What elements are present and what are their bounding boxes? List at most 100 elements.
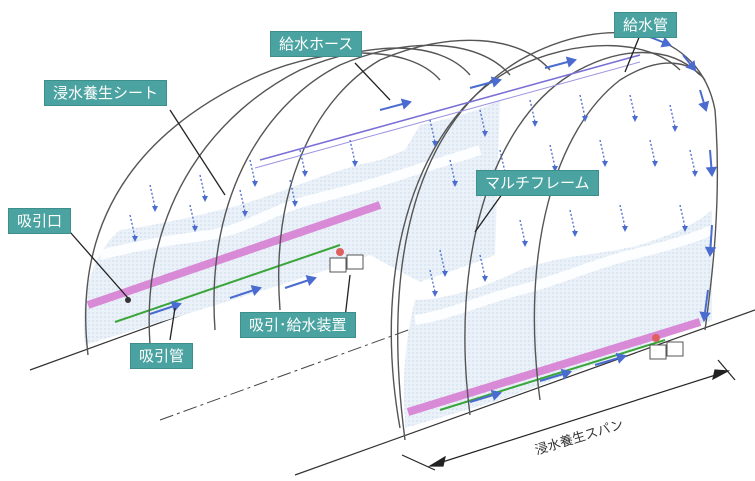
leader-suction-pipe (169, 307, 176, 341)
drip-arrowhead-icon (482, 131, 488, 137)
leader-suction-port (69, 231, 129, 299)
drip-arrow-icon (669, 104, 676, 128)
drip-arrowhead-icon (692, 171, 698, 177)
span-dimension (401, 359, 736, 471)
leader-multi-frame (474, 189, 506, 233)
drip-arrow-icon (629, 94, 636, 118)
drip-arrowhead-icon (672, 126, 678, 132)
arch-frame-front (397, 32, 719, 441)
arch-frame-6 (464, 51, 701, 416)
label-supply-hose: 給水ホース (270, 31, 363, 57)
flow-arrowhead-icon (685, 60, 697, 72)
drip-arrowhead-icon (292, 201, 298, 207)
leader-device (344, 274, 351, 319)
drip-arrowhead-icon (152, 206, 158, 212)
leader-lines (69, 34, 641, 341)
suction-pipe-front (439, 339, 666, 411)
flow-arrowhead-icon (704, 246, 717, 258)
drip-arrowhead-icon (602, 161, 608, 167)
drip-arrowhead-icon (252, 181, 258, 187)
drip-arrow-icon (619, 204, 626, 228)
drip-arrowhead-icon (432, 141, 438, 147)
flow-arrowhead-icon (560, 368, 572, 380)
span-arrow-right (712, 369, 731, 381)
flow-arrowhead-icon (400, 98, 412, 110)
ground-line-lower (294, 309, 755, 476)
pump-device-icon (329, 248, 364, 273)
drip-arrow-icon (549, 144, 556, 168)
drip-arrowhead-icon (622, 226, 628, 232)
supply-hose-line-2 (254, 61, 641, 169)
drip-arrowhead-icon (352, 161, 358, 167)
drip-arrow-icon (149, 184, 156, 208)
label-sheet: 浸水養生シート (44, 80, 168, 106)
sheet-fill-front (403, 210, 712, 428)
flow-arrowhead-icon (490, 389, 502, 401)
drip-arrowhead-icon (192, 226, 198, 232)
arch-frame-3 (213, 44, 511, 331)
label-device: 吸引･給水装置 (240, 312, 356, 338)
leader-supply-pipe (624, 34, 641, 73)
flow-arrowhead-icon (660, 36, 672, 48)
flow-arrowhead-icon (565, 56, 577, 68)
drip-arrowhead-icon (522, 241, 528, 247)
drip-arrowhead-icon (572, 231, 578, 237)
drip-arrow-icon (679, 204, 686, 228)
flow-arrowhead-icon (250, 285, 262, 296)
flow-arrowhead-icon (705, 166, 718, 178)
pump-device-front-icon (649, 334, 684, 360)
arch-frame-2 (148, 47, 471, 346)
drip-arrowhead-icon (552, 166, 558, 172)
label-multi-frame: マルチフレーム (476, 170, 599, 196)
leader-sheet (169, 109, 226, 196)
flow-arrows (149, 34, 718, 403)
suction-pipe-back (114, 244, 341, 323)
drip-arrow-icon (579, 94, 586, 118)
arch-frame-4 (278, 39, 551, 311)
drip-arrowhead-icon (582, 116, 588, 122)
drip-arrow-icon (649, 139, 656, 163)
drip-arrowhead-icon (442, 271, 448, 277)
drip-arrowhead-icon (532, 121, 538, 127)
drip-arrowhead-icon (652, 161, 658, 167)
span-tick-right (717, 359, 736, 381)
magenta-band-front (406, 318, 702, 416)
drip-arrowhead-icon (202, 196, 208, 202)
drip-arrow-icon (689, 149, 696, 173)
sheet-wave-back (98, 145, 482, 260)
leader-supply-hose (354, 62, 391, 101)
suction-port-icon (125, 297, 131, 303)
drip-arrowhead-icon (682, 226, 688, 232)
arch-frames (85, 32, 719, 441)
label-supply-pipe: 給水管 (614, 12, 678, 38)
sheet-fill-back (83, 100, 501, 345)
label-suction-port: 吸引口 (8, 208, 72, 234)
span-arrow-left (427, 455, 446, 467)
arch-frame-7 (533, 62, 706, 401)
label-suction-pipe: 吸引管 (130, 343, 194, 369)
drip-arrow-icon (519, 219, 526, 243)
drip-arrowhead-icon (482, 276, 488, 282)
flow-arrowhead-icon (615, 352, 627, 364)
drip-arrowhead-icon (432, 291, 438, 297)
span-tick-left (401, 454, 436, 471)
drip-arrow-icon (599, 139, 606, 163)
sheet-wave-front (414, 225, 715, 325)
drip-arrow-icon (249, 159, 256, 183)
span-line (432, 371, 726, 466)
flow-arrowhead-icon (698, 100, 710, 112)
drip-arrowhead-icon (132, 236, 138, 242)
flow-arrowhead-icon (170, 301, 182, 312)
drip-arrow-icon (349, 139, 356, 163)
flow-arrowhead-icon (699, 311, 711, 322)
drip-arrow-icon (569, 209, 576, 233)
flow-arrowhead-icon (305, 275, 317, 286)
flow-arrowhead-icon (490, 76, 502, 88)
supply-hose-line (259, 54, 641, 161)
drip-arrowhead-icon (632, 116, 638, 122)
drip-arrowhead-icon (302, 171, 308, 177)
drip-arrowhead-icon (242, 211, 248, 217)
magenta-band-back (86, 201, 382, 309)
